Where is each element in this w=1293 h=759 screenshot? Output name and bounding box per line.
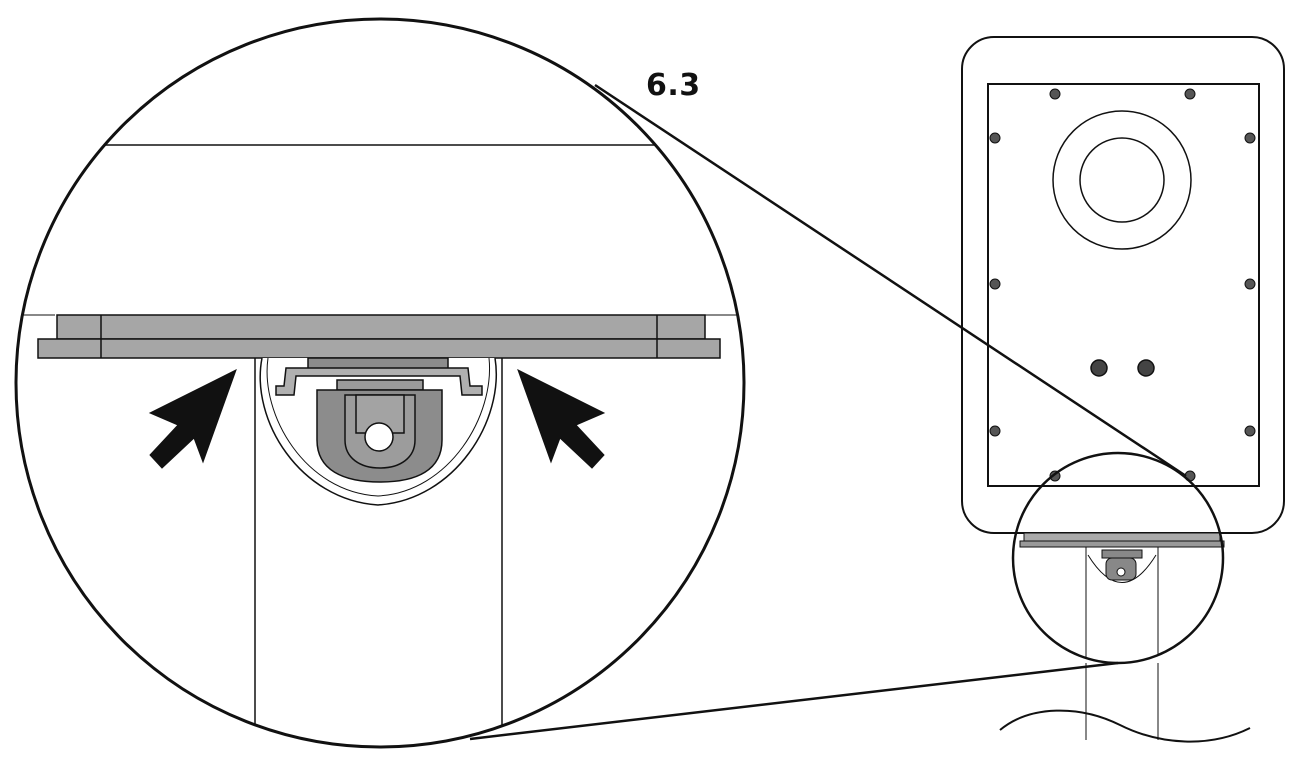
wall-bracket xyxy=(275,357,483,483)
screw xyxy=(1244,425,1256,437)
input-terminals xyxy=(1090,359,1155,377)
cut-line xyxy=(999,709,1251,743)
large-detail-circle xyxy=(14,17,746,749)
connector-line-bottom xyxy=(469,661,1119,741)
screw xyxy=(989,278,1001,290)
step-label: 6.3 xyxy=(646,68,701,103)
tweeter-inner-ring xyxy=(1079,137,1165,223)
connector-line-top xyxy=(594,83,1187,478)
screw xyxy=(1244,132,1256,144)
screw xyxy=(1049,88,1061,100)
right-arrow-icon xyxy=(517,368,606,469)
mount-base-small xyxy=(1019,540,1225,548)
screw xyxy=(989,132,1001,144)
speaker-baffle xyxy=(987,83,1260,487)
screw xyxy=(1184,88,1196,100)
terminal xyxy=(1137,359,1155,377)
screw xyxy=(1244,278,1256,290)
tweeter-outer-ring xyxy=(1052,110,1192,250)
bracket-hole xyxy=(364,422,394,452)
mount-plate-small xyxy=(1023,532,1221,542)
mounting-plate xyxy=(37,314,721,359)
screw xyxy=(989,425,1001,437)
speaker-front-view xyxy=(961,36,1285,548)
terminal xyxy=(1090,359,1108,377)
left-arrow-icon xyxy=(148,368,237,469)
